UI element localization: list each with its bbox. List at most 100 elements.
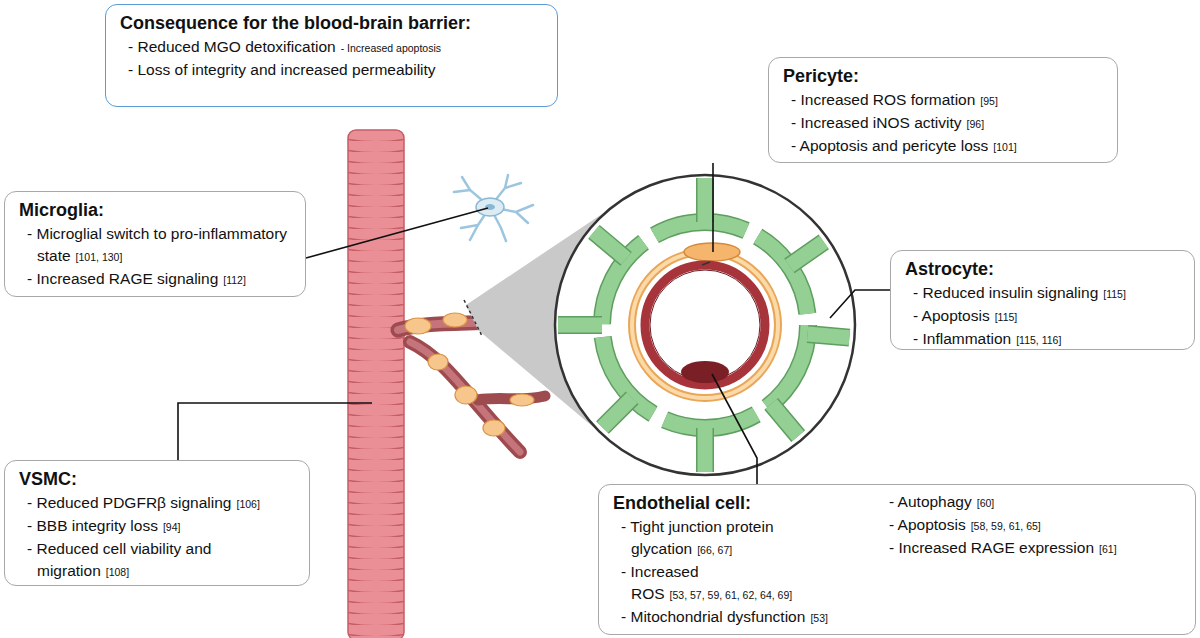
- bullet-text: - Increased RAGE signaling: [27, 270, 218, 287]
- endfoot: [602, 222, 808, 428]
- reference-number: [61]: [1099, 543, 1117, 555]
- reference-number: [115]: [995, 311, 1018, 323]
- text-column: VSMC: - Reduced PDGFRβ signaling [106] - BB…: [19, 468, 299, 583]
- text-column: Consequence for the blood-brain barrier:…: [120, 12, 547, 81]
- bullet-text: - Increased iNOS activity: [791, 114, 962, 131]
- leader-line: [306, 208, 488, 258]
- text-column: Pericyte:- Increased ROS formation[95]- …: [783, 65, 1107, 158]
- endfoot-outline: [602, 222, 808, 428]
- bullet-text: - Loss of integrity and increased permea…: [128, 61, 436, 78]
- reference-number: [66, 67]: [697, 544, 732, 556]
- pericyte: [428, 354, 448, 370]
- leader-line: [178, 403, 372, 460]
- bullet-text: - BBB integrity loss: [27, 517, 158, 534]
- box-heading: VSMC:: [19, 468, 299, 490]
- leader-line: [712, 374, 757, 484]
- bullet-item: - Reduced insulin signaling [115]: [913, 282, 1184, 305]
- bullet-text: - Apoptosis and pericyte loss: [791, 137, 988, 154]
- callout-box: Pericyte:- Increased ROS formation[95]- …: [768, 57, 1118, 163]
- callout-box: Astrocyte: - Reduced insulin signaling [11…: [890, 250, 1195, 350]
- box-heading: Astrocyte:: [905, 258, 1184, 280]
- box-heading: Pericyte:: [783, 65, 1107, 87]
- bullet-item: - Increased ROS formation [95]: [791, 89, 1107, 112]
- astrocyte-process-outline: [558, 178, 849, 472]
- microglia-process: [454, 175, 533, 241]
- reference-number: [108]: [106, 566, 129, 578]
- bullet-text: - Inflammation: [913, 330, 1011, 347]
- bullet-item: - Reduced PDGFRβ signaling [106]: [27, 492, 299, 515]
- pericyte-body: [684, 243, 740, 261]
- box-heading: Microglia:: [19, 199, 295, 221]
- artery: [348, 130, 404, 638]
- bullet-text: - Increased RAGE expression: [889, 539, 1094, 556]
- endothelial-nucleus: [681, 361, 729, 383]
- bullet-text: - Reduced MGO detoxification: [128, 38, 336, 55]
- reference-number: [95]: [980, 95, 998, 107]
- pericyte: [483, 420, 505, 436]
- text-column: - Autophagy [60] - Apoptosis [58, 59, 61, 6…: [881, 491, 1181, 560]
- bullet-item: - Autophagy [60]: [889, 491, 1181, 514]
- bullet-text: - Mitochondrial dysfunction: [621, 608, 805, 625]
- pericyte-ring: [635, 255, 775, 395]
- box-heading: Endothelial cell:: [613, 492, 863, 514]
- reference-number: [96]: [967, 118, 985, 130]
- box-heading: Consequence for the blood-brain barrier:: [120, 12, 547, 34]
- bullet-item: - Increased RAGE expression [61]: [889, 537, 1181, 560]
- microglia-cell: [476, 198, 504, 216]
- bullet-item: - Loss of integrity and increased permea…: [128, 59, 547, 81]
- bullet-text: - Increased ROS formation: [791, 91, 975, 108]
- basement-membrane: [632, 252, 778, 398]
- bullet-text: - Autophagy: [889, 493, 972, 510]
- reference-number: - Increased apoptosis: [341, 42, 441, 54]
- pericyte: [405, 318, 431, 334]
- bullet-item: - Mitochondrial dysfunction [53]: [621, 606, 863, 629]
- bullet-text: - Reduced insulin signaling: [913, 284, 1098, 301]
- reference-number: [115]: [1103, 288, 1126, 300]
- bullet-item: - Increased ROS[53, 57, 59, 61, 62, 64, …: [621, 561, 863, 606]
- reference-number: [58, 59, 61, 65]: [971, 520, 1041, 532]
- tight-junction: [702, 262, 710, 265]
- bullet-item: - Apoptosis [58, 59, 61, 65]: [889, 514, 1181, 537]
- callout-box: Microglia: - Microglial switch to pro-inf…: [4, 191, 306, 297]
- pericyte: [443, 313, 467, 327]
- bullet-item: - Tight junction protein glycation[66, 6…: [621, 516, 863, 561]
- section-line: [464, 300, 482, 336]
- reference-number: [101]: [993, 141, 1016, 153]
- cross-section: [555, 175, 855, 475]
- leader-line: [712, 163, 714, 252]
- leader-line: [830, 290, 890, 318]
- reference-number: [94]: [163, 521, 181, 533]
- pericyte: [510, 394, 534, 406]
- bullet-text: - Apoptosis: [889, 516, 966, 533]
- bullet-item: - Inflammation [115, 116]: [913, 328, 1184, 351]
- bullet-item: - Increased iNOS activity [96]: [791, 112, 1107, 135]
- reference-number: [115, 116]: [1016, 334, 1061, 346]
- bullet-text: - Microglial switch to pro-inflammatory …: [27, 225, 287, 264]
- callout-box: VSMC: - Reduced PDGFRβ signaling [106] - BB…: [4, 460, 310, 586]
- reference-number: [112]: [223, 274, 246, 286]
- text-column: Microglia: - Microglial switch to pro-inf…: [19, 199, 295, 291]
- pericyte: [455, 386, 477, 404]
- reference-number: [106]: [236, 498, 259, 510]
- bullet-item: - Microglial switch to pro-inflammatory …: [27, 223, 295, 268]
- bullet-text: - Reduced PDGFRβ signaling: [27, 494, 231, 511]
- pericyte-ring: [629, 249, 781, 401]
- bullet-item: - Apoptosis [115]: [913, 305, 1184, 328]
- bullet-item: - Apoptosis and pericyte loss [101]: [791, 135, 1107, 158]
- bullet-item: - Reduced MGO detoxification - Increased …: [128, 36, 547, 59]
- bullet-item: - Reduced cell viability and migration[1…: [27, 538, 299, 583]
- callout-box: Consequence for the blood-brain barrier:…: [105, 4, 558, 107]
- reference-number: [53]: [810, 612, 828, 624]
- bullet-item: - BBB integrity loss [94]: [27, 515, 299, 538]
- bullet-text: - Apoptosis: [913, 307, 990, 324]
- astrocyte-endfeet: [558, 178, 849, 472]
- astrocyte-process: [558, 178, 849, 472]
- reference-number: [53, 57, 59, 61, 62, 64, 69]: [670, 589, 793, 601]
- reference-number: [101, 130]: [76, 251, 123, 263]
- endothelium: [645, 265, 765, 385]
- reference-number: [60]: [977, 497, 995, 509]
- callout-box: Endothelial cell:- Tight junction protei…: [598, 484, 1196, 635]
- bullet-item: - Increased RAGE signaling [112]: [27, 268, 295, 291]
- text-column: Endothelial cell:- Tight junction protei…: [613, 492, 863, 629]
